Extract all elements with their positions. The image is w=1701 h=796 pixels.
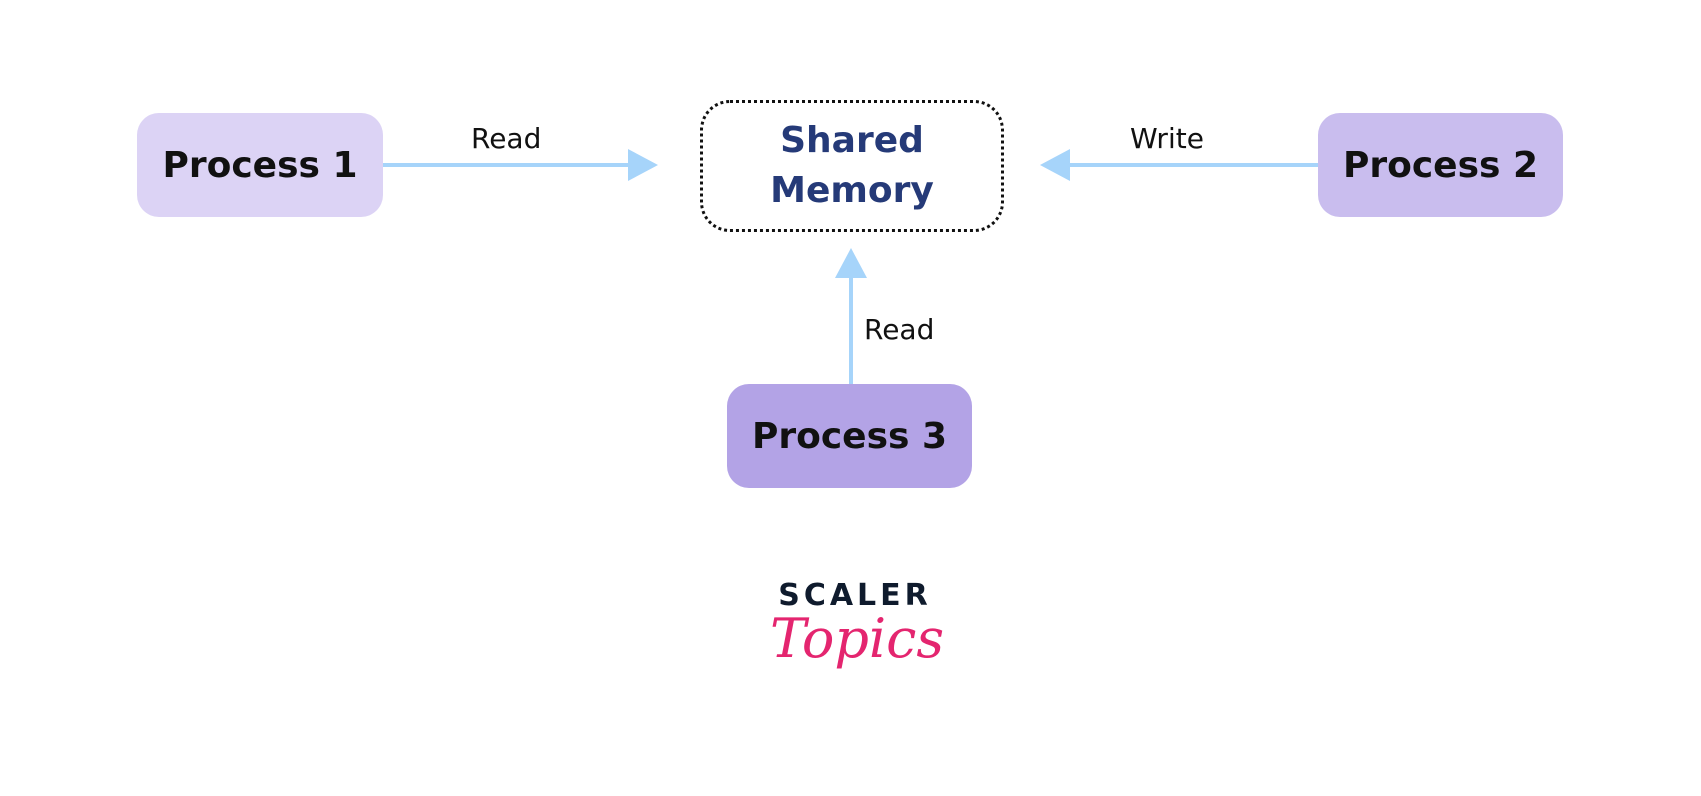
process-2-label: Process 2 (1342, 144, 1539, 186)
edge-label-p1: Read (471, 122, 542, 155)
logo-scaler-text: SCALER (778, 578, 932, 613)
scaler-topics-logo: SCALER Topics (770, 578, 945, 670)
process-2-node: Process 2 (1318, 113, 1563, 217)
shared-memory-line2: Memory (770, 170, 934, 211)
arrowhead-p1 (628, 149, 658, 181)
process-3-node: Process 3 (727, 384, 972, 488)
process-3-label: Process 3 (751, 415, 948, 457)
process-1-label: Process 1 (162, 144, 358, 186)
arrowhead-p3 (835, 248, 867, 278)
edge-label-p3: Read (864, 313, 935, 346)
shared-memory-node: Shared Memory (700, 100, 1004, 232)
edge-label-p2: Write (1130, 122, 1204, 155)
process-1-node: Process 1 (137, 113, 383, 217)
arrowhead-p2 (1040, 149, 1070, 181)
logo-topics-text: Topics (770, 607, 945, 670)
shared-memory-line1: Shared (780, 120, 924, 161)
